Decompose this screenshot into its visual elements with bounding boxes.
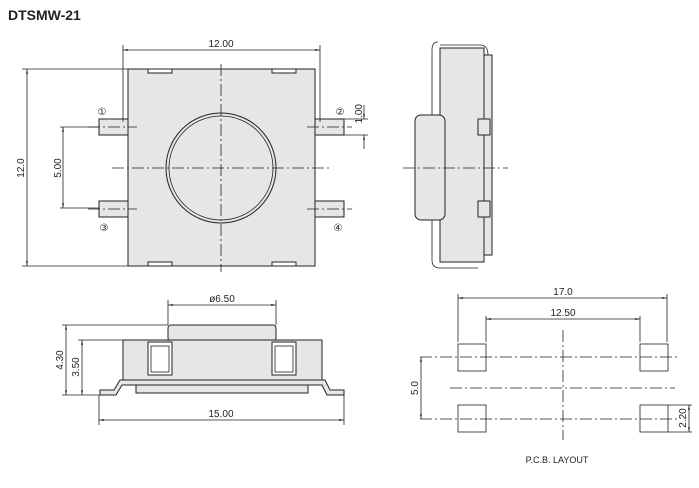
inner-span-dim: 12.50 [550,308,575,319]
pin-3-label: ③ [100,223,109,234]
pad [457,404,487,433]
body-height-dim: 3.50 [71,357,82,377]
width-dim: 12.00 [208,39,233,50]
pcb-layout: 17.0 12.50 5.0 2.20 P.C.B. LAYOUT [410,287,692,465]
outer-span-dim: 17.0 [553,287,573,298]
pin-4-label: ④ [334,223,343,234]
pad [639,404,669,433]
front-actuator [167,324,277,342]
top-view: 12.00 12.0 5.00 1.00 ① ② ③ ④ [16,39,368,272]
pad [457,343,487,372]
pad [639,343,669,372]
total-height-dim: 4.30 [55,350,66,370]
side-view [403,41,508,269]
pad-size-dim: 2.20 [678,408,689,428]
height-dim: 12.0 [16,158,27,178]
length-dim: 15.00 [208,409,233,420]
pin-1-label: ① [98,107,107,118]
side-actuator [414,114,446,221]
front-view: ø6.50 4.30 3.50 15.00 [55,294,345,425]
button-diameter-dim: ø6.50 [209,294,235,305]
part-number-title: DTSMW-21 [8,7,81,23]
pcb-layout-label: P.C.B. LAYOUT [526,455,589,465]
pin-pitch-dim: 5.00 [53,158,64,178]
pin-width-dim: 1.00 [354,104,365,124]
pin-2-label: ② [336,107,345,118]
pad-pitch-dim: 5.0 [410,381,421,395]
